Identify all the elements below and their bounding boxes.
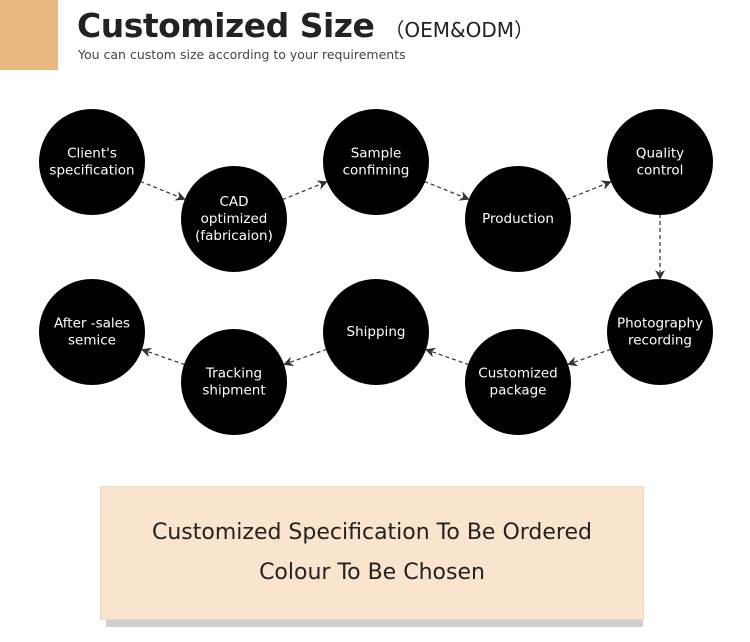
connector-arrow xyxy=(566,180,612,201)
flow-step-label: (fabricaion) xyxy=(195,228,273,244)
flow-step-label: Customized xyxy=(478,366,557,382)
flow-step-label: Quality xyxy=(636,146,684,162)
flow-step-production: Production xyxy=(465,166,571,272)
flow-step-label: recording xyxy=(628,333,692,349)
flow-step-label: control xyxy=(637,163,684,179)
flow-step-label: CAD xyxy=(219,194,248,210)
flow-step-label: optimized xyxy=(201,211,268,227)
page-subtitle: You can custom size according to your re… xyxy=(78,47,406,62)
connector-arrow xyxy=(425,347,470,366)
connector-arrow xyxy=(424,180,470,201)
connector-arrow xyxy=(140,180,186,201)
header: Customized Size （OEM&ODM） xyxy=(77,6,534,45)
flow-step-circle xyxy=(323,109,429,215)
flow-step-label: Client's xyxy=(67,146,117,162)
note-line-specification: Customized Specification To Be Ordered xyxy=(152,520,592,545)
flow-step-label: semice xyxy=(68,333,116,349)
flow-step-label: specification xyxy=(49,163,134,179)
flow-step-circle xyxy=(465,329,571,435)
flow-step-label: shipment xyxy=(202,383,265,399)
flow-step-label: package xyxy=(490,383,547,399)
flow-step-circle xyxy=(39,279,145,385)
flow-step-circle xyxy=(465,166,571,272)
flow-step-circle xyxy=(607,279,713,385)
flow-nodes: Client'sspecificationCADoptimized(fabric… xyxy=(39,109,713,435)
connector-arrow xyxy=(141,347,186,366)
flow-step-circle xyxy=(607,109,713,215)
flow-step-label: Photography xyxy=(617,316,703,332)
flow-step-label: Production xyxy=(482,211,554,227)
flow-step-circle xyxy=(323,279,429,385)
flow-step-label: confiming xyxy=(343,163,410,179)
flow-connectors xyxy=(140,180,665,367)
page-title-suffix: （OEM&ODM） xyxy=(384,18,535,42)
flow-step-label: Shipping xyxy=(347,324,406,340)
flow-step-circle xyxy=(39,109,145,215)
note-line-colour: Colour To Be Chosen xyxy=(259,560,485,585)
flow-step-shipping: Shipping xyxy=(323,279,429,385)
flow-step-label: Tracking xyxy=(205,366,262,382)
connector-arrow xyxy=(283,348,328,367)
flow-step-label: Sample xyxy=(351,146,402,162)
header-accent-block xyxy=(0,0,58,70)
flow-step-label: After -sales xyxy=(54,316,130,332)
connector-arrow xyxy=(282,180,328,201)
flow-step-circle xyxy=(181,166,287,272)
connector-arrow xyxy=(567,348,612,367)
page-title: Customized Size xyxy=(77,6,375,45)
flow-step-circle xyxy=(181,329,287,435)
note-box: Customized Specification To Be Ordered C… xyxy=(100,486,644,620)
